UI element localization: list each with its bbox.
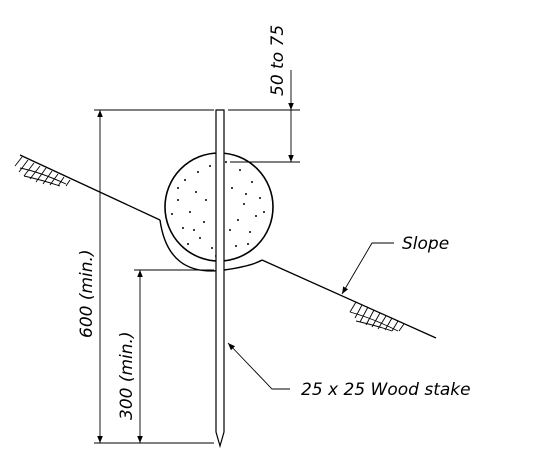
slope-ground-line xyxy=(19,154,437,339)
top-dimension-label: 50 to 75 xyxy=(268,25,288,96)
slope-leader xyxy=(341,242,394,295)
stake-label: 25 x 25 Wood stake xyxy=(301,380,471,400)
earth-hatch-lower xyxy=(349,301,405,332)
slope-label: Slope xyxy=(402,234,449,254)
wattle-stipple xyxy=(171,161,265,257)
wood-stake xyxy=(215,109,225,449)
overall-dimension-label: 600 (min.) xyxy=(77,249,97,338)
stake-leader xyxy=(227,342,290,390)
earth-hatch-upper xyxy=(14,156,71,187)
extension-lines xyxy=(94,109,300,444)
embed-dimension-label: 300 (min.) xyxy=(117,331,137,420)
